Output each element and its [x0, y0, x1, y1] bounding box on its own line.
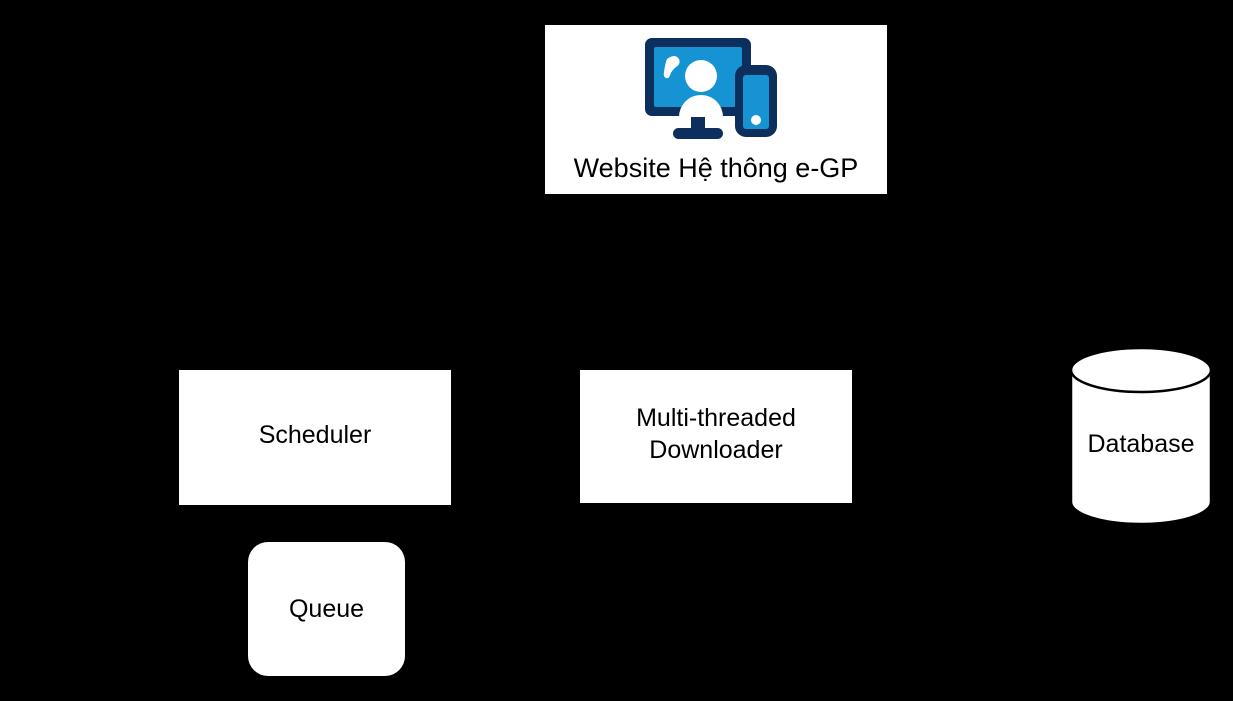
cylinder-shape: [1069, 348, 1213, 524]
node-downloader[interactable]: Multi-threaded Downloader: [580, 370, 852, 503]
node-scheduler[interactable]: Scheduler: [179, 370, 451, 505]
node-website-label: Website Hệ thông e-GP: [573, 153, 859, 183]
node-database[interactable]: Database: [1066, 348, 1216, 524]
node-scheduler-label: Scheduler: [258, 420, 372, 449]
node-queue[interactable]: Queue: [248, 542, 405, 676]
node-queue-label: Queue: [288, 595, 365, 623]
node-database-label: Database: [1087, 429, 1195, 458]
desktop-mobile-user-icon: [641, 35, 791, 147]
node-downloader-label: Multi-threaded Downloader: [636, 403, 796, 464]
node-website[interactable]: Website Hệ thông e-GP: [545, 25, 887, 194]
